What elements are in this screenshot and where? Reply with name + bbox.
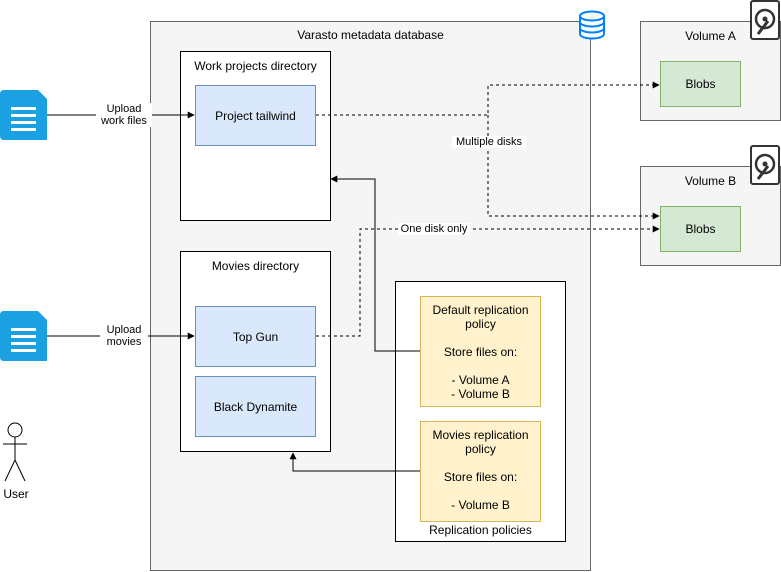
movies-policy-store-label: Store files on:: [443, 470, 518, 484]
user-stick-figure-icon: [3, 422, 27, 482]
top-gun-node: Top Gun: [195, 306, 316, 367]
default-policy-volume: - Volume A: [451, 373, 510, 387]
replication-title: Replication policies: [429, 523, 532, 537]
hard-disk-icon: [750, 145, 780, 185]
volume-b-blobs-label: Blobs: [685, 222, 716, 236]
movies-policy-link: [289, 452, 420, 472]
black-dynamite-label: Black Dynamite: [213, 399, 298, 414]
user-label: User: [3, 487, 29, 501]
upload-movies-label: Upload movies: [100, 324, 148, 348]
multiple-disks-label: Multiple disks: [452, 136, 526, 148]
black-dynamite-node: Black Dynamite: [195, 376, 316, 437]
upload-work-label: Upload work files: [96, 103, 152, 127]
default-policy-store-label: Store files on:: [443, 345, 518, 359]
multiple-disks-arrow-a: [316, 81, 660, 116]
top-gun-label: Top Gun: [232, 329, 279, 344]
volume-b-title: Volume B: [684, 174, 737, 188]
document-icon: [0, 90, 47, 140]
volume-a-title: Volume A: [685, 29, 736, 43]
volume-b-blobs: Blobs: [660, 206, 741, 252]
volume-a-blobs-label: Blobs: [685, 77, 716, 91]
movies-replication-policy: Movies replication policy Store files on…: [420, 421, 541, 522]
movies-policy-name: Movies replication policy: [432, 428, 529, 456]
project-tailwind-node: Project tailwind: [195, 85, 316, 146]
one-disk-arrow: [316, 225, 660, 337]
multiple-disks-arrow-b: [487, 115, 660, 220]
database-title: Varasto metadata database: [297, 28, 444, 42]
project-tailwind-label: Project tailwind: [215, 108, 296, 123]
document-icon: [0, 311, 47, 361]
movies-dir-title: Movies directory: [211, 259, 300, 273]
default-policy-link: [330, 175, 420, 352]
volume-a-blobs: Blobs: [660, 61, 741, 107]
hard-disk-icon: [750, 0, 780, 40]
default-replication-policy: Default replication policy Store files o…: [420, 296, 541, 407]
movies-policy-volume: - Volume B: [451, 498, 510, 512]
work-dir-title: Work projects directory: [194, 59, 317, 73]
default-policy-volume: - Volume B: [451, 387, 510, 401]
default-policy-name: Default replication policy: [432, 303, 529, 331]
one-disk-label: One disk only: [398, 223, 470, 235]
